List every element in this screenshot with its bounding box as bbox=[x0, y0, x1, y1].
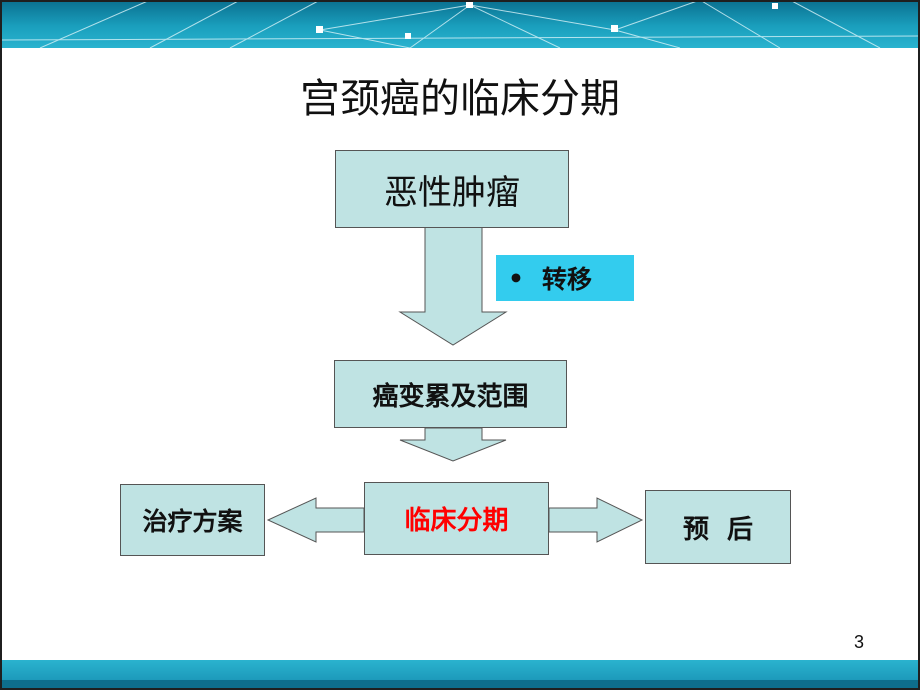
prognosis-label: 预 后 bbox=[682, 514, 754, 545]
header-decoration-band bbox=[0, 0, 920, 48]
clinical-staging-box: 临床分期 bbox=[364, 482, 549, 555]
right-arrow bbox=[548, 497, 644, 543]
treatment-plan-label: 治疗方案 bbox=[142, 507, 243, 536]
prognosis-box: 预 后 bbox=[645, 490, 791, 564]
clinical-staging-label: 临床分期 bbox=[404, 506, 509, 536]
network-pattern-icon bbox=[0, 0, 920, 48]
metastasis-label: 转移 bbox=[541, 265, 592, 294]
down-arrow-small bbox=[399, 427, 507, 462]
page-number: 3 bbox=[853, 632, 864, 652]
footer-decoration-band bbox=[0, 660, 920, 690]
malignant-tumor-box: 恶性肿瘤 bbox=[335, 150, 569, 228]
bullet-icon: • bbox=[508, 263, 524, 293]
lesion-extent-label: 癌变累及范围 bbox=[372, 381, 529, 412]
metastasis-note: • 转移 bbox=[496, 255, 634, 301]
slide-title: 宫颈癌的临床分期 bbox=[300, 76, 620, 122]
treatment-plan-box: 治疗方案 bbox=[120, 484, 265, 556]
malignant-tumor-label: 恶性肿瘤 bbox=[384, 172, 520, 213]
down-arrow-large bbox=[398, 225, 508, 346]
lesion-extent-box: 癌变累及范围 bbox=[334, 360, 567, 428]
left-arrow bbox=[266, 497, 365, 543]
